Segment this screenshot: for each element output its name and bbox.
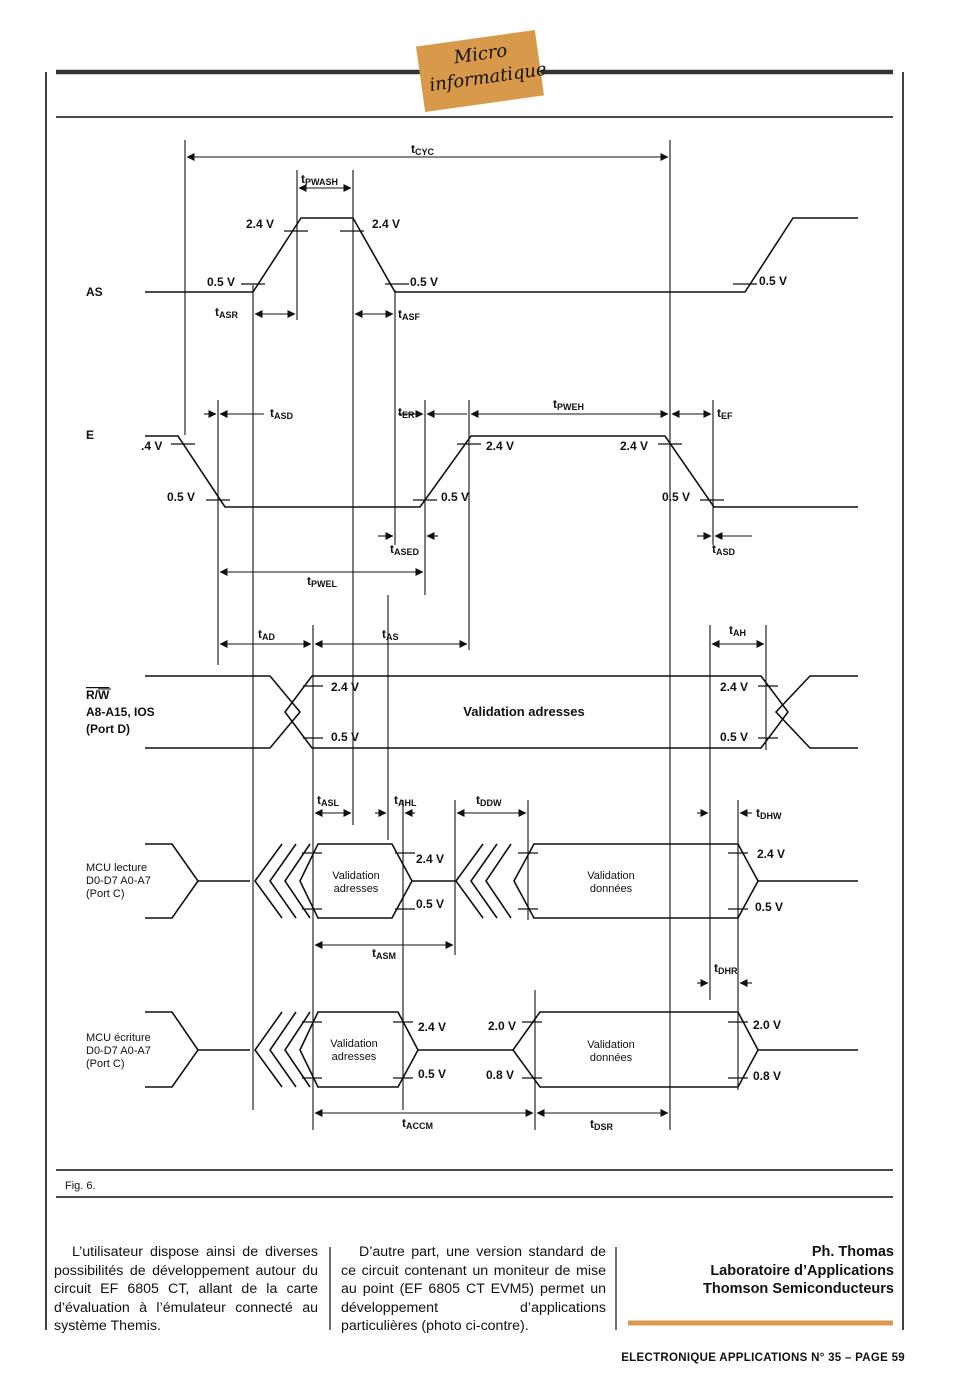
timing-label-tah: tAH xyxy=(729,623,746,638)
voltage-as-fall-low: 0.5 V xyxy=(410,275,438,289)
write-data-label-1: Validation xyxy=(587,1039,635,1051)
voltage-e-rise-high: 2.4 V xyxy=(486,439,514,453)
author-credit: Ph. Thomas Laboratoire d’Applications Th… xyxy=(640,1243,894,1299)
timing-label-tased: tASED xyxy=(390,542,420,557)
timing-label-tpwel: tPWEL xyxy=(307,574,338,589)
signal-label-write: MCU écriture xyxy=(86,1032,151,1044)
body-text-column-1: L’utilisateur dispose ainsi de diverses … xyxy=(54,1244,318,1335)
voltage-write-high-3: 2.0 V xyxy=(753,1018,781,1032)
read-data-box xyxy=(513,843,759,919)
voltage-write-low-3: 0.8 V xyxy=(753,1069,781,1083)
timing-label-tas: tAS xyxy=(382,627,399,642)
write-addr-label-2: adresses xyxy=(332,1051,377,1063)
timing-label-tdhr: tDHR xyxy=(714,961,738,976)
signal-label-rw-port: (Port D) xyxy=(86,722,130,736)
write-bus-prev xyxy=(145,1011,199,1088)
signal-label-read-port: (Port C) xyxy=(86,888,125,900)
rw-bus-valid-region xyxy=(284,675,789,749)
voltage-as-rise-low: 0.5 V xyxy=(207,275,235,289)
page-footer: ELECTRONIQUE APPLICATIONS N° 35 – PAGE 5… xyxy=(621,1352,905,1364)
signal-label-read-bus: D0-D7 A0-A7 xyxy=(86,875,151,887)
voltage-write-high-2: 2.0 V xyxy=(488,1019,516,1033)
timing-label-tef: tEF xyxy=(717,406,733,421)
voltage-e-fall-high: 2.4 V xyxy=(620,439,648,453)
timing-label-tasl: tASL xyxy=(317,793,340,808)
timing-label-tasm: tASM xyxy=(372,946,396,961)
voltage-read-low-2: 0.5 V xyxy=(755,900,783,914)
voltage-write-low-2: 0.8 V xyxy=(486,1068,514,1082)
credit-author: Ph. Thomas xyxy=(811,1244,894,1260)
signal-label-rw: R/W xyxy=(86,688,110,702)
read-addr-label-1: Validation xyxy=(332,870,380,882)
timing-label-tahl: tAHL xyxy=(394,793,417,808)
timing-label-tcyc: tCYC xyxy=(411,142,435,157)
body-text-column-2: D’autre part, une version standard de ce… xyxy=(341,1244,606,1335)
voltage-rw-high-1: 2.4 V xyxy=(331,680,359,694)
timing-label-tasd-1: tASD xyxy=(270,406,294,421)
timing-label-tddw: tDDW xyxy=(476,793,502,808)
timing-label-tdhw: tDHW xyxy=(756,806,782,821)
write-chevron-2 xyxy=(269,1011,297,1088)
credit-company: Thomson Semiconducteurs xyxy=(703,1281,894,1298)
timing-label-ter: tER xyxy=(398,405,415,420)
timing-label-tpwash: tPWASH xyxy=(301,172,338,187)
voltage-as-rise-high: 2.4 V xyxy=(246,217,274,231)
rw-bus-next xyxy=(774,675,858,749)
voltage-read-high-1: 2.4 V xyxy=(416,852,444,866)
voltage-read-high-2: 2.4 V xyxy=(757,847,785,861)
signal-label-as: AS xyxy=(86,285,103,299)
as-waveform xyxy=(145,217,858,293)
timing-label-tasr: tASR xyxy=(215,305,239,320)
signal-label-write-bus: D0-D7 A0-A7 xyxy=(86,1045,151,1057)
timing-label-tpweh: tPWEH xyxy=(553,397,584,412)
read-data-label-2: données xyxy=(590,883,633,895)
read-chevron-2 xyxy=(269,843,297,919)
signal-label-rw-text: R/W xyxy=(86,688,110,702)
voltage-e-start-high: .4 V xyxy=(141,439,162,453)
timing-label-tasd-2: tASD xyxy=(712,542,736,557)
label-validation-adresses: Validation adresses xyxy=(463,704,584,719)
credit-lab: Laboratoire d’Applications xyxy=(710,1262,894,1279)
voltage-write-low-1: 0.5 V xyxy=(418,1067,446,1081)
voltage-write-high-1: 2.4 V xyxy=(418,1020,446,1034)
read-bus-prev xyxy=(145,843,199,919)
write-addr-label-1: Validation xyxy=(330,1038,378,1050)
timing-label-tasf: tASF xyxy=(398,307,421,322)
read-chevron-4 xyxy=(455,843,484,919)
e-waveform xyxy=(145,435,858,508)
rw-bus-upper xyxy=(145,675,302,749)
voltage-rw-low-2: 0.5 V xyxy=(720,730,748,744)
voltage-e-fall2-low: 0.5 V xyxy=(662,490,690,504)
read-chevron-1 xyxy=(254,843,283,919)
read-chevron-6 xyxy=(485,843,512,919)
timing-label-taccm: tACCM xyxy=(402,1116,433,1131)
write-data-label-2: données xyxy=(590,1052,633,1064)
write-chevron-1 xyxy=(254,1011,283,1088)
write-data-box xyxy=(512,1011,759,1088)
timing-label-tdsr: tDSR xyxy=(590,1117,614,1132)
signal-label-read: MCU lecture xyxy=(86,862,147,874)
write-chevron-3 xyxy=(284,1011,311,1088)
voltage-rw-high-2: 2.4 V xyxy=(720,680,748,694)
read-chevron-5 xyxy=(470,843,498,919)
voltage-read-low-1: 0.5 V xyxy=(416,897,444,911)
voltage-as-fall-high: 2.4 V xyxy=(372,217,400,231)
timing-label-tad: tAD xyxy=(258,627,275,642)
threshold-ticks xyxy=(171,230,778,1079)
signal-label-e: E xyxy=(86,428,94,442)
voltage-e-fall-low: 0.5 V xyxy=(167,490,195,504)
figure-caption: Fig. 6. xyxy=(65,1180,96,1192)
voltage-e-rise-low: 0.5 V xyxy=(441,490,469,504)
read-data-label-1: Validation xyxy=(587,870,635,882)
voltage-rw-low-1: 0.5 V xyxy=(331,730,359,744)
signal-label-write-port: (Port C) xyxy=(86,1058,125,1070)
signal-label-rw-bus: A8-A15, IOS xyxy=(86,705,155,719)
read-chevron-3 xyxy=(284,843,311,919)
read-addr-label-2: adresses xyxy=(334,883,379,895)
voltage-as-next-low: 0.5 V xyxy=(759,274,787,288)
